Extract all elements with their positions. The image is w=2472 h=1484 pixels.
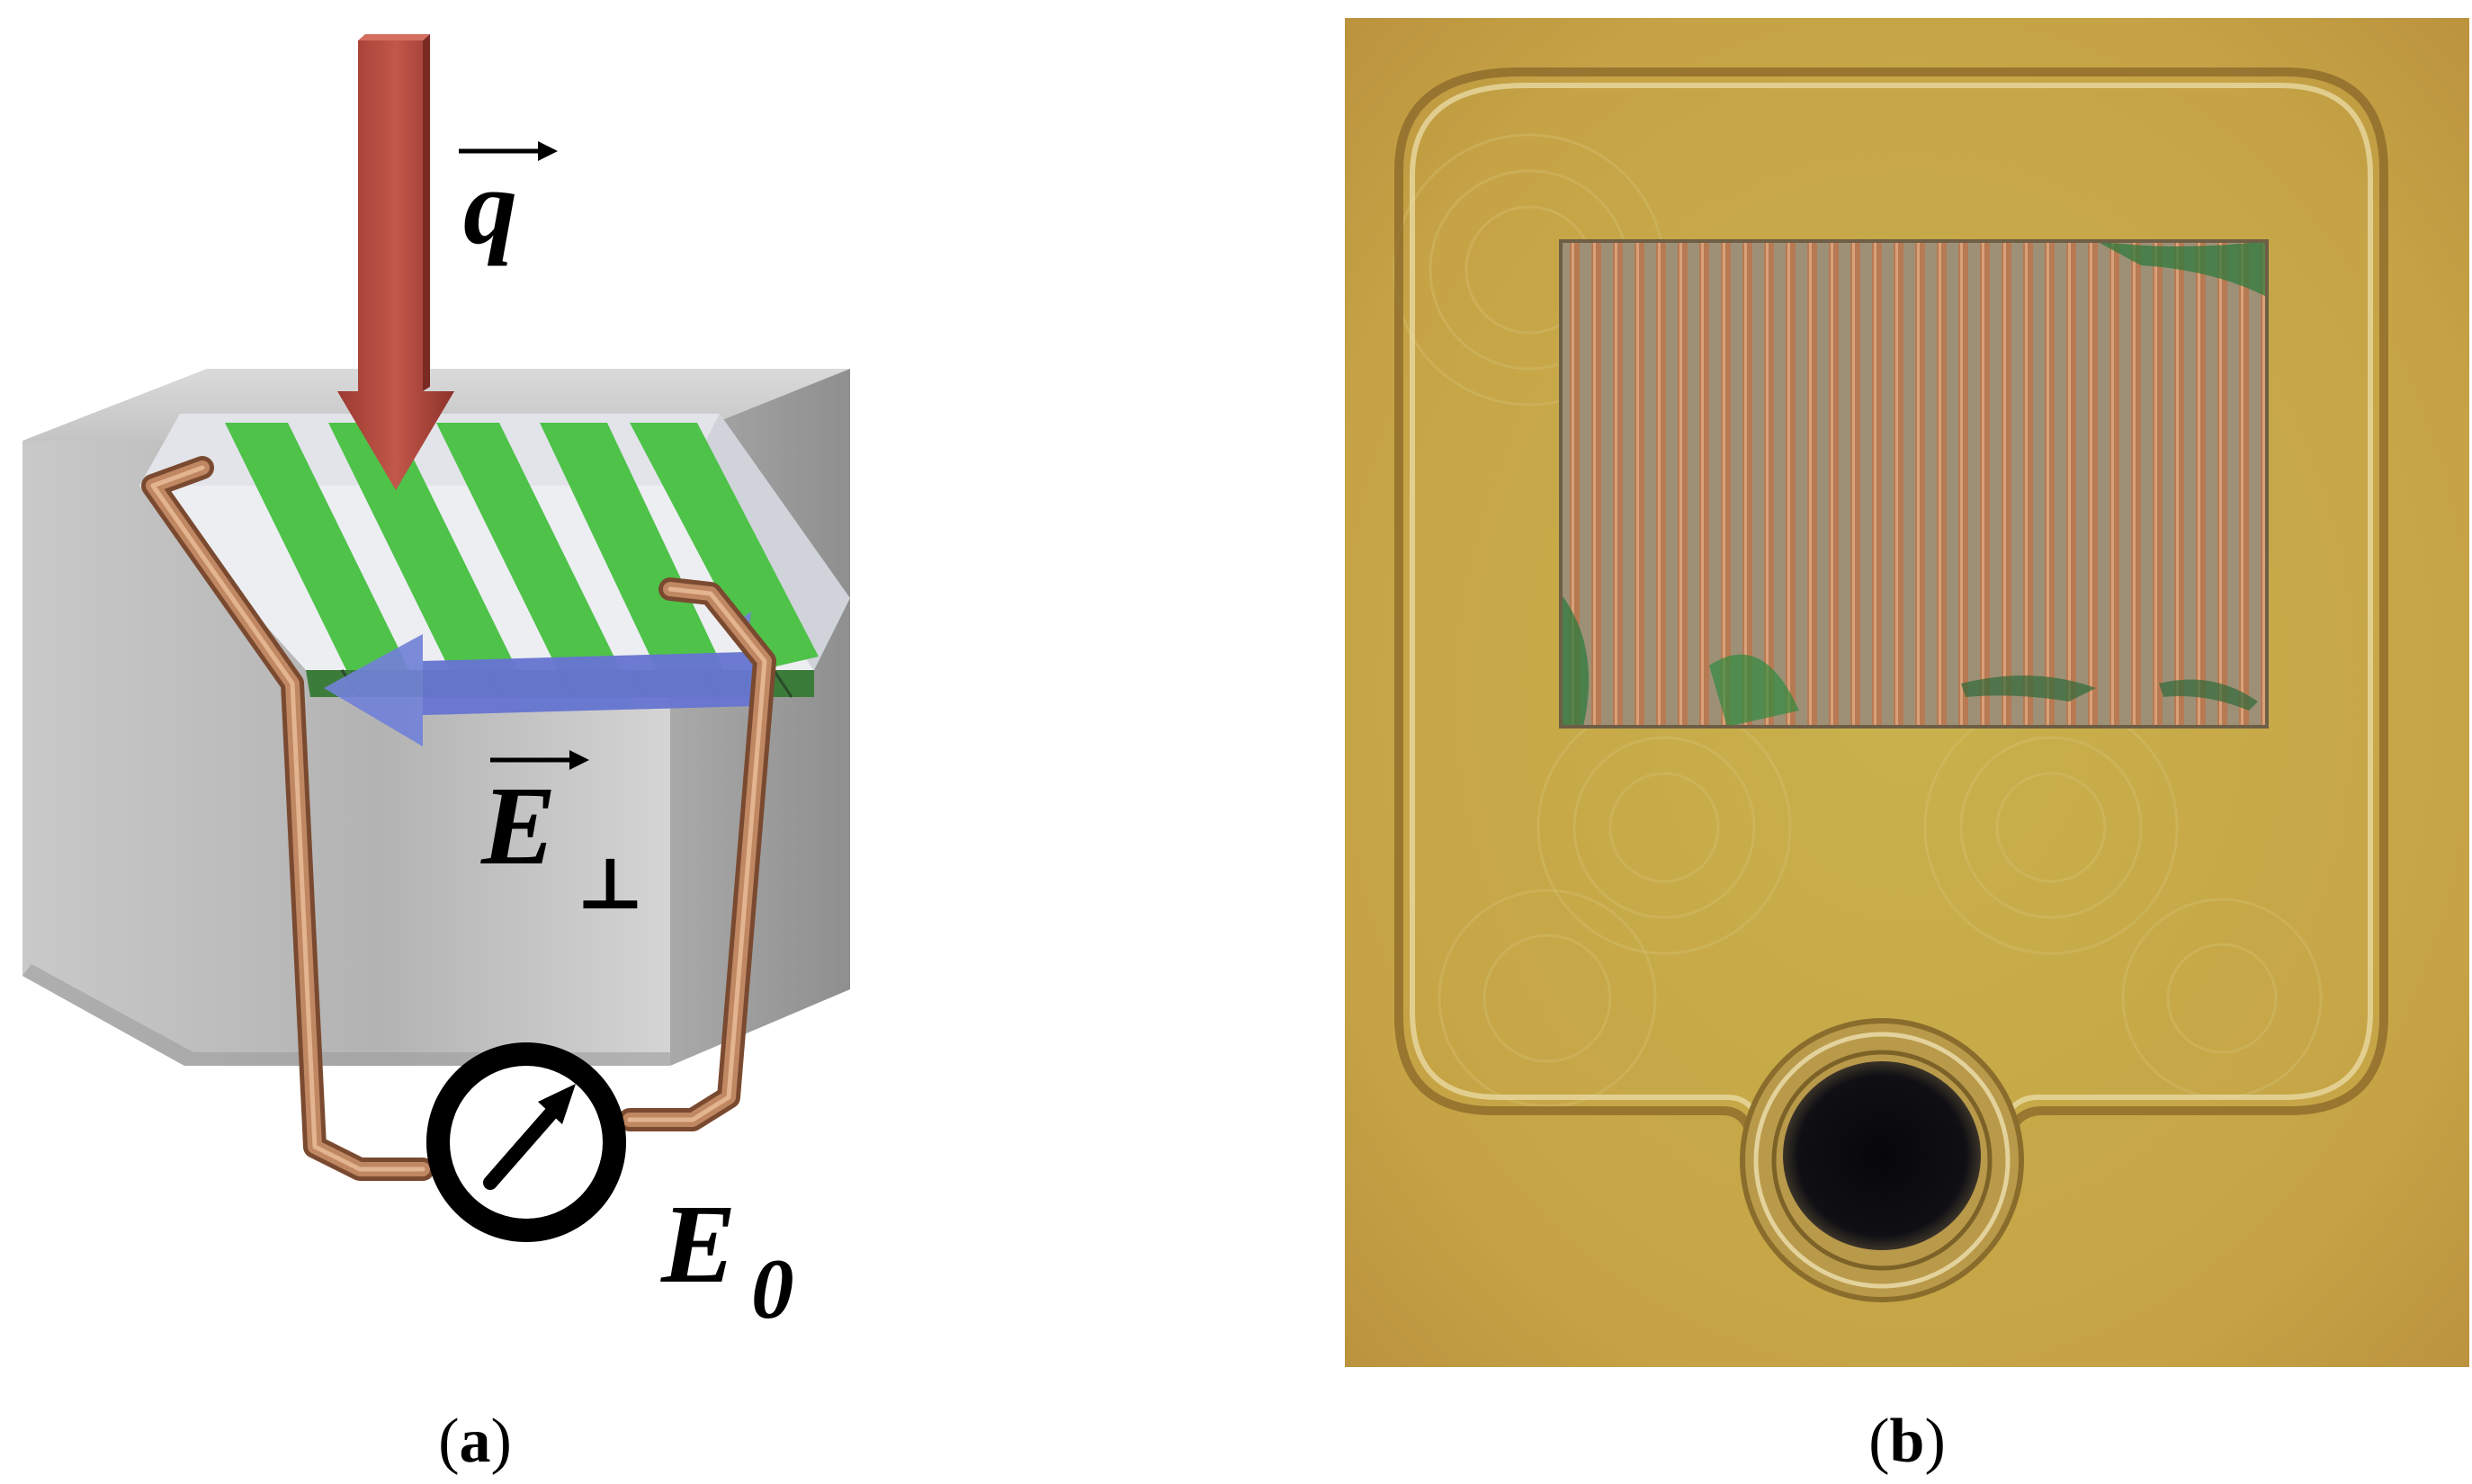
copper-stripe: [1807, 241, 1817, 727]
copper-stripe: [2196, 241, 2206, 727]
copper-stripe-highlight: [2133, 241, 2136, 727]
copper-stripe-highlight: [1960, 241, 1963, 727]
striped-sensor-layer: [139, 414, 850, 698]
copper-stripe-highlight: [1852, 241, 1855, 727]
copper-wire-circuit: [141, 456, 776, 1181]
sensor-sample: [1559, 239, 2269, 729]
copper-stripe-highlight: [2111, 241, 2114, 727]
schematic-panel-a: q E ⊥ E 0 (a): [22, 34, 850, 1476]
copper-stripe: [2239, 241, 2249, 727]
label-q: q: [463, 147, 517, 266]
heat-flux-label: q: [459, 141, 558, 266]
copper-stripe-highlight: [2047, 241, 2049, 727]
copper-stripe: [2023, 241, 2033, 727]
label-e0: E: [660, 1183, 736, 1307]
copper-stripe: [1872, 241, 1882, 727]
copper-stripe: [1613, 241, 1623, 727]
copper-stripe: [1635, 241, 1644, 727]
copper-stripe-highlight: [1939, 241, 1941, 727]
copper-stripe-highlight: [2176, 241, 2179, 727]
copper-stripe: [1937, 241, 1947, 727]
copper-stripe: [1591, 241, 1601, 727]
copper-stripe: [1786, 241, 1796, 727]
copper-stripe-highlight: [1679, 241, 1682, 727]
copper-stripe-highlight: [1658, 241, 1661, 727]
emf-label: E 0: [660, 1183, 794, 1336]
copper-stripe: [1850, 241, 1860, 727]
copper-stripe: [1699, 241, 1709, 727]
label-e-perp-subscript: ⊥: [576, 845, 645, 925]
copper-stripe-highlight: [2154, 241, 2157, 727]
copper-stripe: [2131, 241, 2141, 727]
copper-stripe-highlight: [1809, 241, 1812, 727]
copper-stripe: [2002, 241, 2011, 727]
copper-stripe-highlight: [1895, 241, 1898, 727]
copper-stripe-highlight: [2068, 241, 2071, 727]
voltmeter-icon: [426, 1042, 626, 1242]
photo-panel-b: (b): [1345, 18, 2469, 1476]
copper-stripe-highlight: [1701, 241, 1704, 727]
copper-stripe: [1764, 241, 1774, 727]
label-e-perp: E: [480, 764, 556, 889]
copper-stripe-highlight: [1787, 241, 1790, 727]
copper-stripe-highlight: [1874, 241, 1876, 727]
copper-stripe: [1742, 241, 1752, 727]
copper-stripe: [1915, 241, 1925, 727]
copper-stripe: [2066, 241, 2076, 727]
field-arrow: [324, 612, 765, 746]
copper-stripe-highlight: [1831, 241, 1833, 727]
copper-stripe: [2045, 241, 2055, 727]
label-e0-subscript: 0: [751, 1241, 794, 1336]
copper-stripe-array: [1561, 241, 2267, 727]
copper-stripe-highlight: [1744, 241, 1747, 727]
copper-stripe-highlight: [1593, 241, 1596, 727]
copper-stripe-highlight: [2025, 241, 2028, 727]
copper-stripe-highlight: [1982, 241, 1984, 727]
copper-stripe: [2174, 241, 2184, 727]
caption-b: (b): [1868, 1407, 1946, 1476]
copper-stripe: [1829, 241, 1839, 727]
copper-stripe: [1656, 241, 1666, 727]
field-label: E ⊥: [480, 750, 645, 925]
copper-stripe: [2088, 241, 2098, 727]
copper-stripe: [1721, 241, 1731, 727]
copper-stripe-highlight: [1615, 241, 1617, 727]
copper-stripe-highlight: [2198, 241, 2200, 727]
mounting-hole: [1740, 1018, 2024, 1302]
copper-stripe-highlight: [2090, 241, 2092, 727]
copper-stripe: [1678, 241, 1688, 727]
copper-stripe-highlight: [1723, 241, 1725, 727]
copper-stripe-highlight: [2262, 241, 2265, 727]
copper-stripe: [1980, 241, 1990, 727]
heat-flux-arrow: [337, 34, 454, 490]
caption-a: (a): [438, 1407, 512, 1476]
copper-stripe-highlight: [1766, 241, 1769, 727]
copper-stripe: [2153, 241, 2163, 727]
copper-stripe-highlight: [2241, 241, 2244, 727]
copper-stripe: [2217, 241, 2227, 727]
copper-stripe: [1958, 241, 1968, 727]
copper-stripe-highlight: [1917, 241, 1920, 727]
copper-stripe-highlight: [1572, 241, 1574, 727]
copper-stripe-highlight: [2219, 241, 2222, 727]
copper-stripe-highlight: [2003, 241, 2006, 727]
copper-stripe: [2109, 241, 2119, 727]
copper-stripe-highlight: [1636, 241, 1639, 727]
copper-stripe: [1894, 241, 1903, 727]
